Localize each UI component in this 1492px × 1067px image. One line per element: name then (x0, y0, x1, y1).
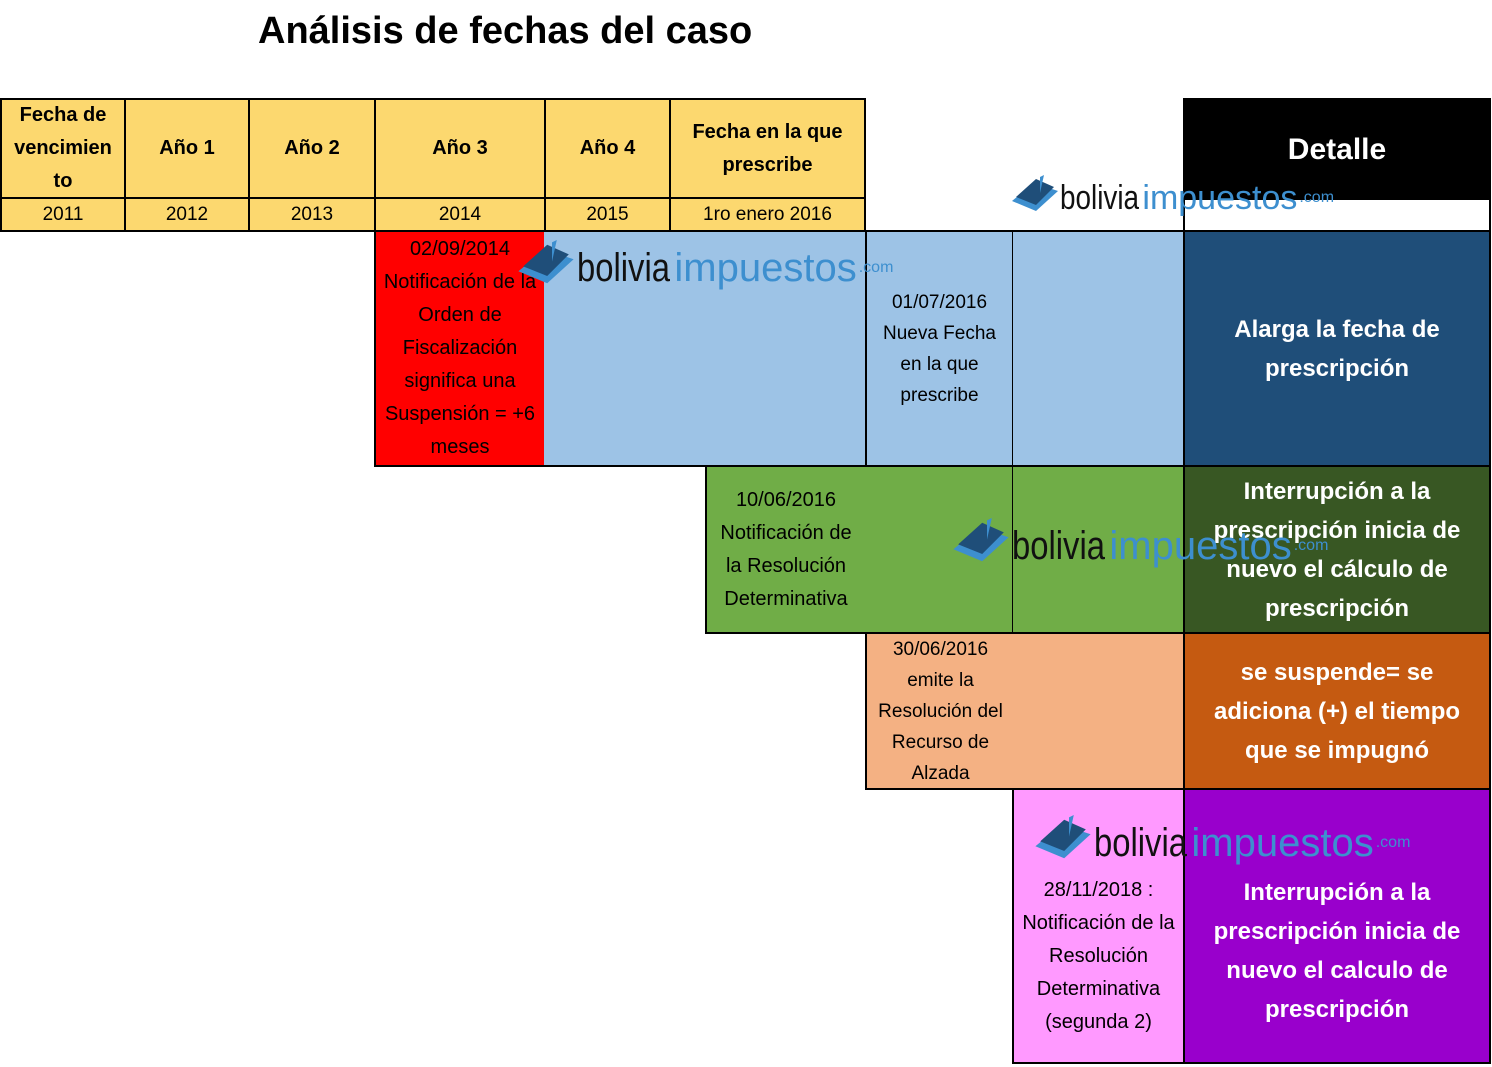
event-new-date: 01/07/2016 Nueva Fecha en la que prescri… (865, 230, 1014, 467)
year-cell: 2013 (248, 197, 376, 232)
year-cell: 2012 (124, 197, 250, 232)
header-col-ano2: Año 2 (248, 98, 376, 199)
salmon-period-bar (1012, 632, 1185, 790)
event-determinativa-2: 28/11/2018 : Notificación de la Resoluci… (1012, 788, 1185, 1064)
book-icon (518, 240, 574, 284)
detail-alarga: Alarga la fecha de prescripción (1183, 230, 1491, 467)
blue-period-bar-end (1012, 230, 1185, 467)
header-col-prescribe: Fecha en la que prescribe (669, 98, 866, 199)
header-col-ano4: Año 4 (544, 98, 671, 199)
detail-interrupcion-1: Interrupción a la prescripción inicia de… (1183, 465, 1491, 634)
header-col-ano1: Año 1 (124, 98, 250, 199)
event-determinativa: 10/06/2016 Notificación de la Resolución… (705, 465, 867, 634)
year-cell: 2014 (374, 197, 546, 232)
blue-period-bar (544, 230, 867, 467)
detail-suspende: se suspende= se adiciona (+) el tiempo q… (1183, 632, 1491, 790)
book-icon (1012, 175, 1058, 211)
event-alzada: 30/06/2016 emite la Resolución del Recur… (865, 632, 1014, 790)
page-title: Análisis de fechas del caso (258, 10, 753, 52)
year-cell: 2015 (544, 197, 671, 232)
year-cell: 1ro enero 2016 (669, 197, 866, 232)
green-period-bar-end (1012, 465, 1185, 634)
detail-header: Detalle (1183, 98, 1491, 201)
book-icon (953, 518, 1009, 562)
header-col-vencimiento: Fecha de vencimien to (0, 98, 126, 199)
detail-interrupcion-2: Interrupción a la prescripción inicia de… (1183, 788, 1491, 1064)
header-col-ano3: Año 3 (374, 98, 546, 199)
book-icon (1035, 815, 1091, 859)
year-cell: 2011 (0, 197, 126, 232)
